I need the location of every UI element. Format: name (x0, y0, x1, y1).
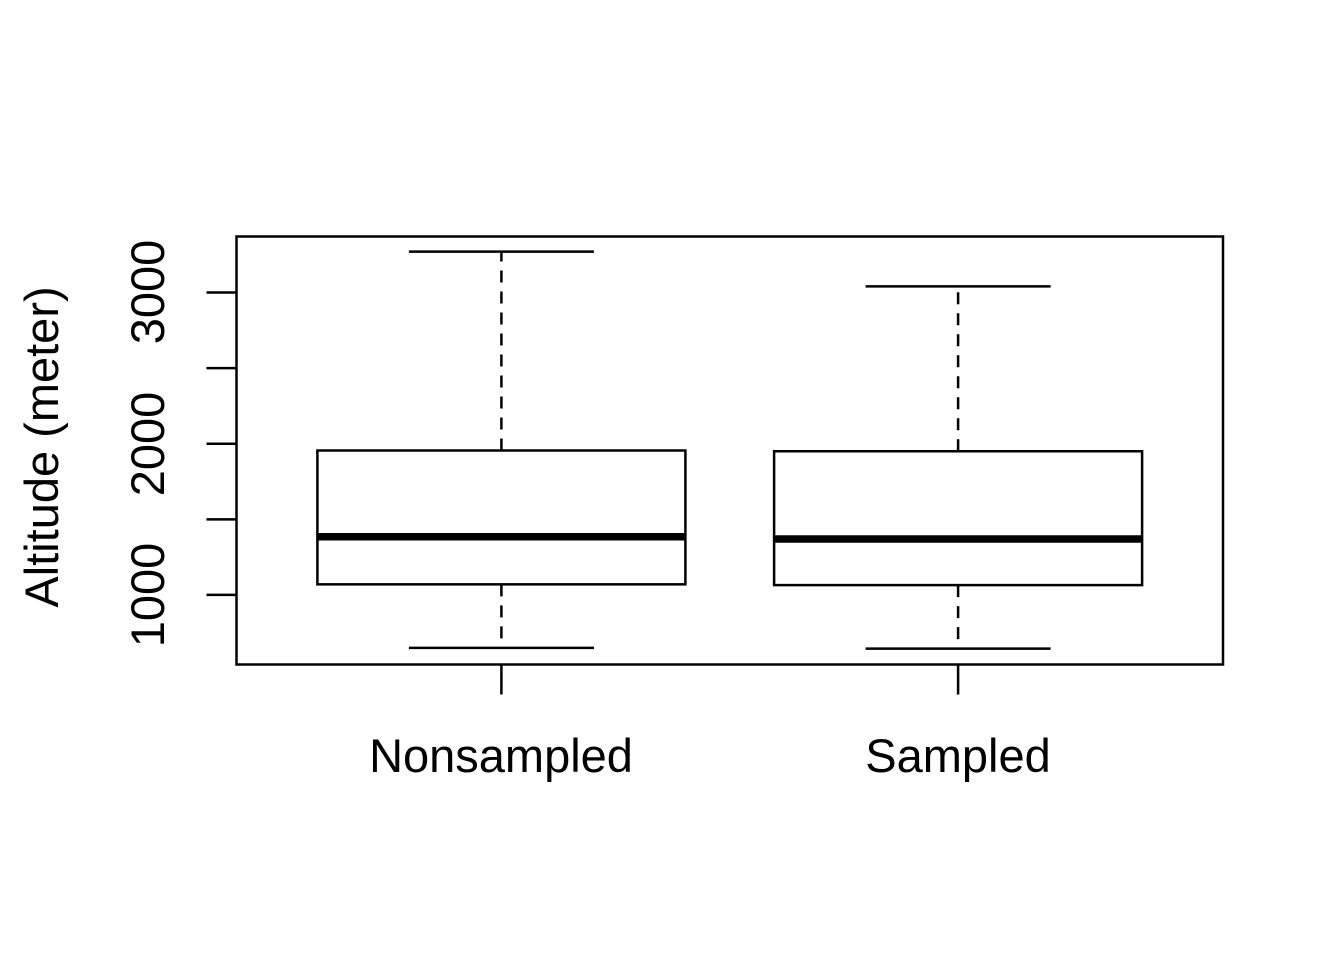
y-tick-label-2000: 2000 (121, 391, 175, 497)
x-tick-label-sampled: Sampled (865, 729, 1051, 783)
iqr-box-sampled (772, 450, 1144, 587)
y-axis-title: Altitude (meter) (15, 286, 69, 608)
x-tick-label-nonsampled: Nonsampled (369, 729, 633, 783)
y-tick-label-1000: 1000 (121, 542, 175, 648)
y-tick-label-3000: 3000 (121, 239, 175, 345)
plot-frame (235, 235, 1225, 666)
iqr-box-nonsampled (316, 449, 687, 586)
